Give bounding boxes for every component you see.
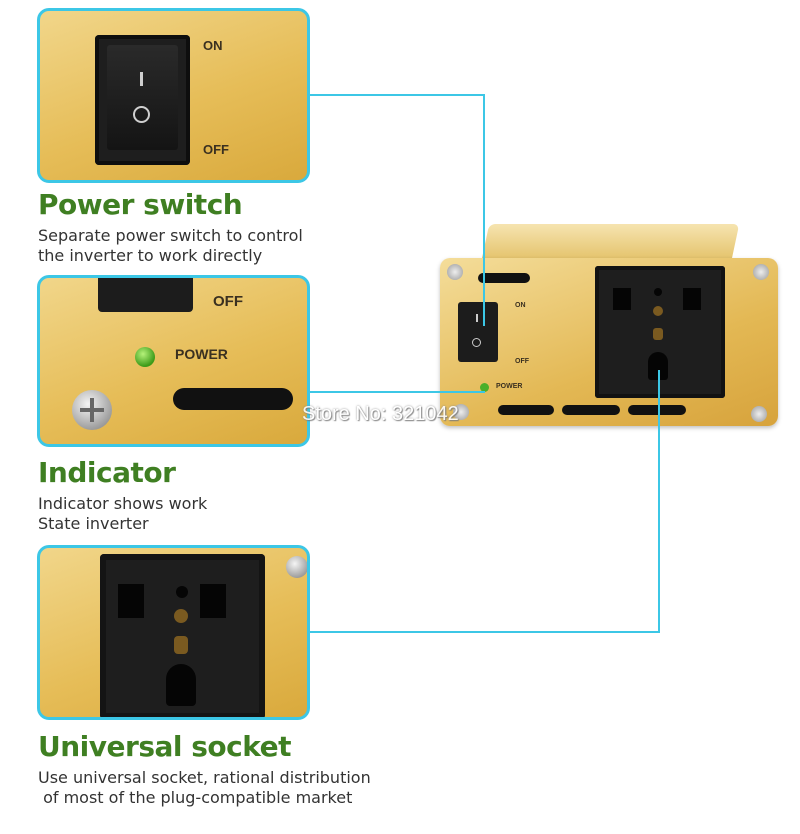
power-switch-title: Power switch bbox=[38, 188, 243, 221]
connector-line bbox=[658, 370, 660, 633]
connector-line bbox=[483, 94, 485, 326]
screw bbox=[453, 404, 469, 420]
screw bbox=[753, 264, 769, 280]
power-switch-closeup: ON OFF bbox=[37, 8, 310, 183]
vent-slot bbox=[498, 405, 554, 415]
off-label: OFF bbox=[203, 142, 229, 157]
device-off-label: OFF bbox=[515, 358, 529, 365]
indicator-closeup: OFF POWER bbox=[37, 275, 310, 447]
device-socket bbox=[595, 266, 725, 398]
vent-slot bbox=[628, 405, 686, 415]
socket-closeup bbox=[37, 545, 310, 720]
vent-slot bbox=[562, 405, 620, 415]
device-led bbox=[480, 383, 489, 392]
inverter-device: ON OFF POWER bbox=[440, 224, 778, 426]
led-indicator bbox=[135, 347, 155, 367]
vent-slot bbox=[478, 273, 530, 283]
switch-bottom bbox=[98, 278, 193, 312]
indicator-title: Indicator bbox=[38, 456, 176, 489]
universal-socket-description: Use universal socket, rational distribut… bbox=[38, 768, 371, 807]
store-watermark: Store No: 321042 bbox=[302, 403, 459, 425]
connector-line bbox=[310, 631, 660, 633]
device-power-label: POWER bbox=[496, 383, 523, 390]
power-label: POWER bbox=[175, 346, 228, 362]
off-label: OFF bbox=[213, 293, 243, 310]
device-on-label: ON bbox=[515, 302, 526, 309]
on-label: ON bbox=[203, 38, 223, 53]
connector-line bbox=[310, 94, 485, 96]
device-rocker-switch bbox=[458, 302, 498, 362]
screw bbox=[72, 390, 112, 430]
rocker-switch bbox=[95, 35, 190, 165]
connector-line bbox=[310, 391, 485, 393]
screw bbox=[286, 556, 307, 578]
indicator-description: Indicator shows work State inverter bbox=[38, 494, 208, 533]
screw bbox=[751, 406, 767, 422]
power-switch-description: Separate power switch to control the inv… bbox=[38, 226, 303, 265]
universal-socket-title: Universal socket bbox=[38, 730, 291, 763]
screw bbox=[447, 264, 463, 280]
socket-face bbox=[100, 554, 265, 717]
vent-slot bbox=[173, 388, 293, 410]
